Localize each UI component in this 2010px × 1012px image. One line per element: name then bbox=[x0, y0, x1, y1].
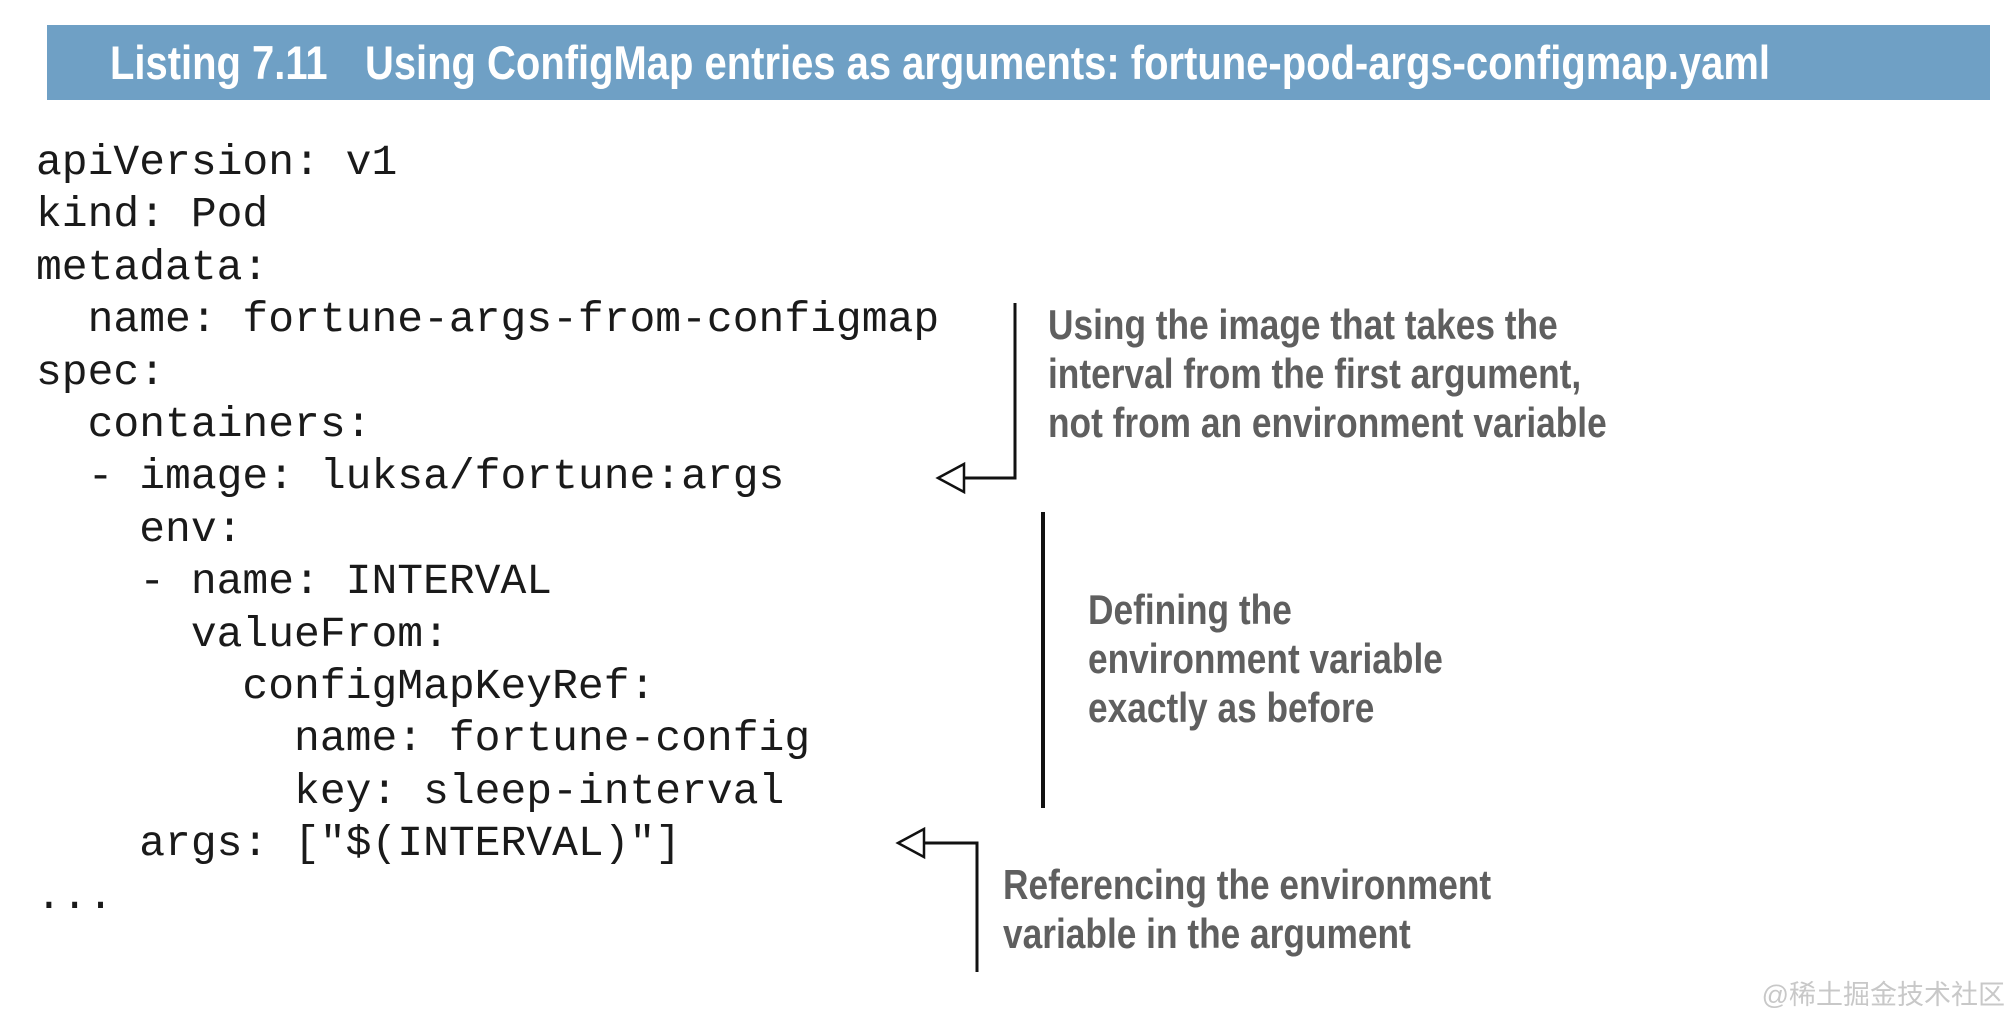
annotation-args-callout: Referencing the environment variable in … bbox=[1003, 860, 1491, 958]
listing-header-bar: Listing 7.11 Using ConfigMap entries as … bbox=[47, 25, 1990, 100]
watermark: @稀土掘金技术社区 bbox=[1761, 980, 2005, 1010]
annotation-line: exactly as before bbox=[1088, 684, 1375, 731]
arrowhead-left-icon bbox=[935, 461, 966, 495]
listing-header-text: Listing 7.11 Using ConfigMap entries as … bbox=[110, 25, 1770, 100]
listing-title: Using ConfigMap entries as arguments: fo… bbox=[364, 36, 1771, 89]
annotation-image-callout: Using the image that takes the interval … bbox=[1048, 300, 1607, 447]
yaml-code-block: apiVersion: v1 kind: Pod metadata: name:… bbox=[36, 138, 940, 921]
annotation-line: Using the image that takes the bbox=[1048, 301, 1558, 348]
annotation-line: environment variable bbox=[1088, 635, 1443, 682]
annotation-line: Referencing the environment bbox=[1003, 861, 1492, 908]
annotation-line: not from an environment variable bbox=[1048, 399, 1607, 446]
annotation-line: Defining the bbox=[1088, 586, 1292, 633]
annotation-line: variable in the argument bbox=[1003, 910, 1411, 957]
listing-number: Listing 7.11 bbox=[110, 36, 328, 89]
arrow-to-image-line bbox=[935, 303, 1017, 495]
annotation-line: interval from the first argument, bbox=[1048, 350, 1582, 397]
annotation-env-callout: Defining the environment variable exactl… bbox=[1088, 585, 1443, 732]
